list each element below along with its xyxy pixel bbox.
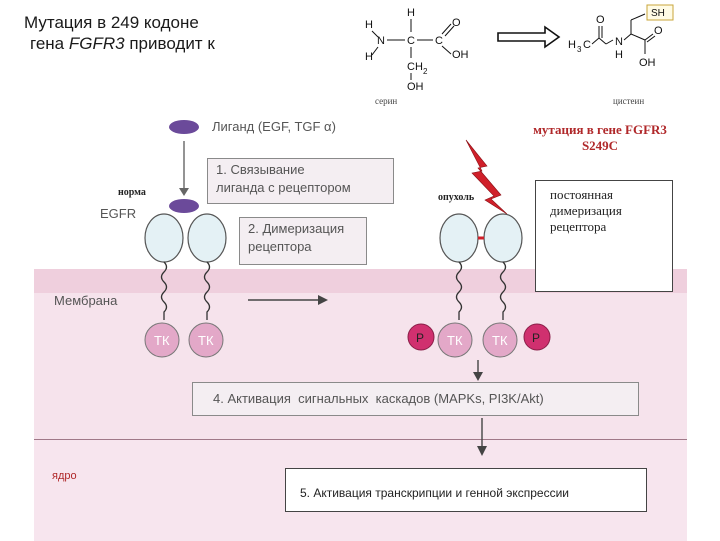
persistent-line-2: димеризация	[550, 203, 622, 218]
kinase-domain-icon	[482, 322, 518, 358]
title-text-end: приводит к	[124, 34, 215, 53]
step-5-box: 5. Активация транскрипции и генной экспр…	[285, 468, 647, 512]
receptor-icon	[483, 213, 523, 263]
title-text: гена	[30, 34, 69, 53]
title-line-2: гена FGFR3 приводит к	[24, 33, 215, 54]
persistent-line-1: постоянная	[550, 187, 613, 202]
ligand-label: Лиганд (EGF, TGF α)	[212, 119, 336, 134]
arrow-down-icon	[477, 446, 487, 456]
phosphate-label: P	[532, 331, 540, 345]
kinase-domain-icon	[188, 322, 224, 358]
phosphate-icon	[523, 323, 551, 351]
serine-caption: серин	[375, 96, 397, 106]
kinase-label: ТК	[198, 333, 214, 348]
step-1-box: 1. Связывание лиганда с рецептором	[207, 158, 394, 204]
lightning-icon	[465, 139, 508, 215]
phosphate-icon	[407, 323, 435, 351]
svg-text:3: 3	[577, 45, 582, 54]
transmembrane-segment	[455, 261, 463, 320]
title-line-1: Мутация в 249 кодоне	[24, 13, 199, 32]
normal-receptor-dimer	[144, 213, 227, 320]
arrow-right-icon	[318, 295, 328, 305]
svg-text:N: N	[615, 36, 623, 48]
kinase-label: ТК	[447, 333, 463, 348]
arrow-icon	[497, 25, 561, 49]
cysteine-caption: цистеин	[613, 96, 644, 106]
mutation-line-2: S249C	[581, 138, 619, 153]
normal-label: норма	[118, 187, 146, 198]
svg-text:C: C	[583, 39, 591, 51]
kinase-domain-icon	[144, 322, 180, 358]
transmembrane-segment	[203, 261, 211, 320]
persistent-dimerization-box: постоянная димеризация рецептора	[535, 180, 673, 292]
mutant-receptor-dimer	[439, 213, 523, 320]
slide-title: Мутация в 249 кодоне гена FGFR3 приводит…	[24, 12, 215, 54]
svg-text:OH: OH	[452, 49, 469, 61]
egfr-label: EGFR	[100, 206, 137, 221]
receptor-icon	[439, 213, 479, 263]
step-1-line-1: 1. Связывание	[216, 162, 305, 177]
membrane-label: Мембрана	[54, 293, 118, 308]
kinase-label: ТК	[154, 333, 170, 348]
receptor-icon	[187, 213, 227, 263]
mutation-line-1: мутация в гене FGFR3	[533, 122, 667, 137]
receptor-icon	[144, 213, 184, 263]
step-2-line-1: 2. Димеризация	[248, 221, 345, 236]
step-2-box: 2. Димеризация рецептора	[239, 217, 367, 265]
phosphate-label: P	[416, 331, 424, 345]
serine-structure: H H N C H C O OH CH 2 OH	[365, 7, 469, 93]
step-2-line-2: рецептора	[248, 239, 312, 254]
transmembrane-segment	[499, 261, 507, 320]
ligand-icon	[169, 120, 199, 134]
persistent-line-3: рецептора	[550, 219, 607, 234]
svg-text:H: H	[568, 39, 576, 51]
kinase-label: ТК	[492, 333, 508, 348]
arrow-down-icon	[179, 188, 189, 196]
svg-text:C: C	[407, 35, 415, 47]
svg-text:C: C	[435, 35, 443, 47]
nucleus-label: ядро	[52, 470, 77, 482]
svg-text:H: H	[615, 49, 623, 61]
svg-text:H: H	[365, 19, 373, 31]
svg-text:N: N	[377, 35, 385, 47]
svg-text:CH: CH	[407, 61, 423, 73]
transmembrane-segment	[160, 261, 168, 320]
svg-text:H: H	[407, 7, 415, 19]
svg-text:OH: OH	[407, 81, 424, 93]
svg-text:O: O	[452, 17, 461, 29]
arrow-down-icon	[473, 372, 483, 381]
svg-text:OH: OH	[639, 57, 656, 69]
svg-text:2: 2	[423, 67, 428, 76]
kinase-domain-icon	[437, 322, 473, 358]
step-4-box: 4. Активация сигнальных каскадов (MAPKs,…	[192, 382, 639, 416]
svg-text:O: O	[654, 25, 663, 37]
step-1-line-2: лиганда с рецептором	[216, 180, 351, 195]
svg-text:H: H	[365, 51, 373, 63]
tumor-label: опухоль	[438, 192, 475, 203]
svg-text:O: O	[596, 14, 605, 26]
sh-highlight-box	[646, 4, 674, 21]
sh-label: SH	[651, 8, 665, 19]
mutation-label: мутация в гене FGFR3 S249C	[512, 122, 688, 154]
bound-ligand-icon	[169, 199, 199, 213]
gene-name: FGFR3	[68, 34, 125, 53]
